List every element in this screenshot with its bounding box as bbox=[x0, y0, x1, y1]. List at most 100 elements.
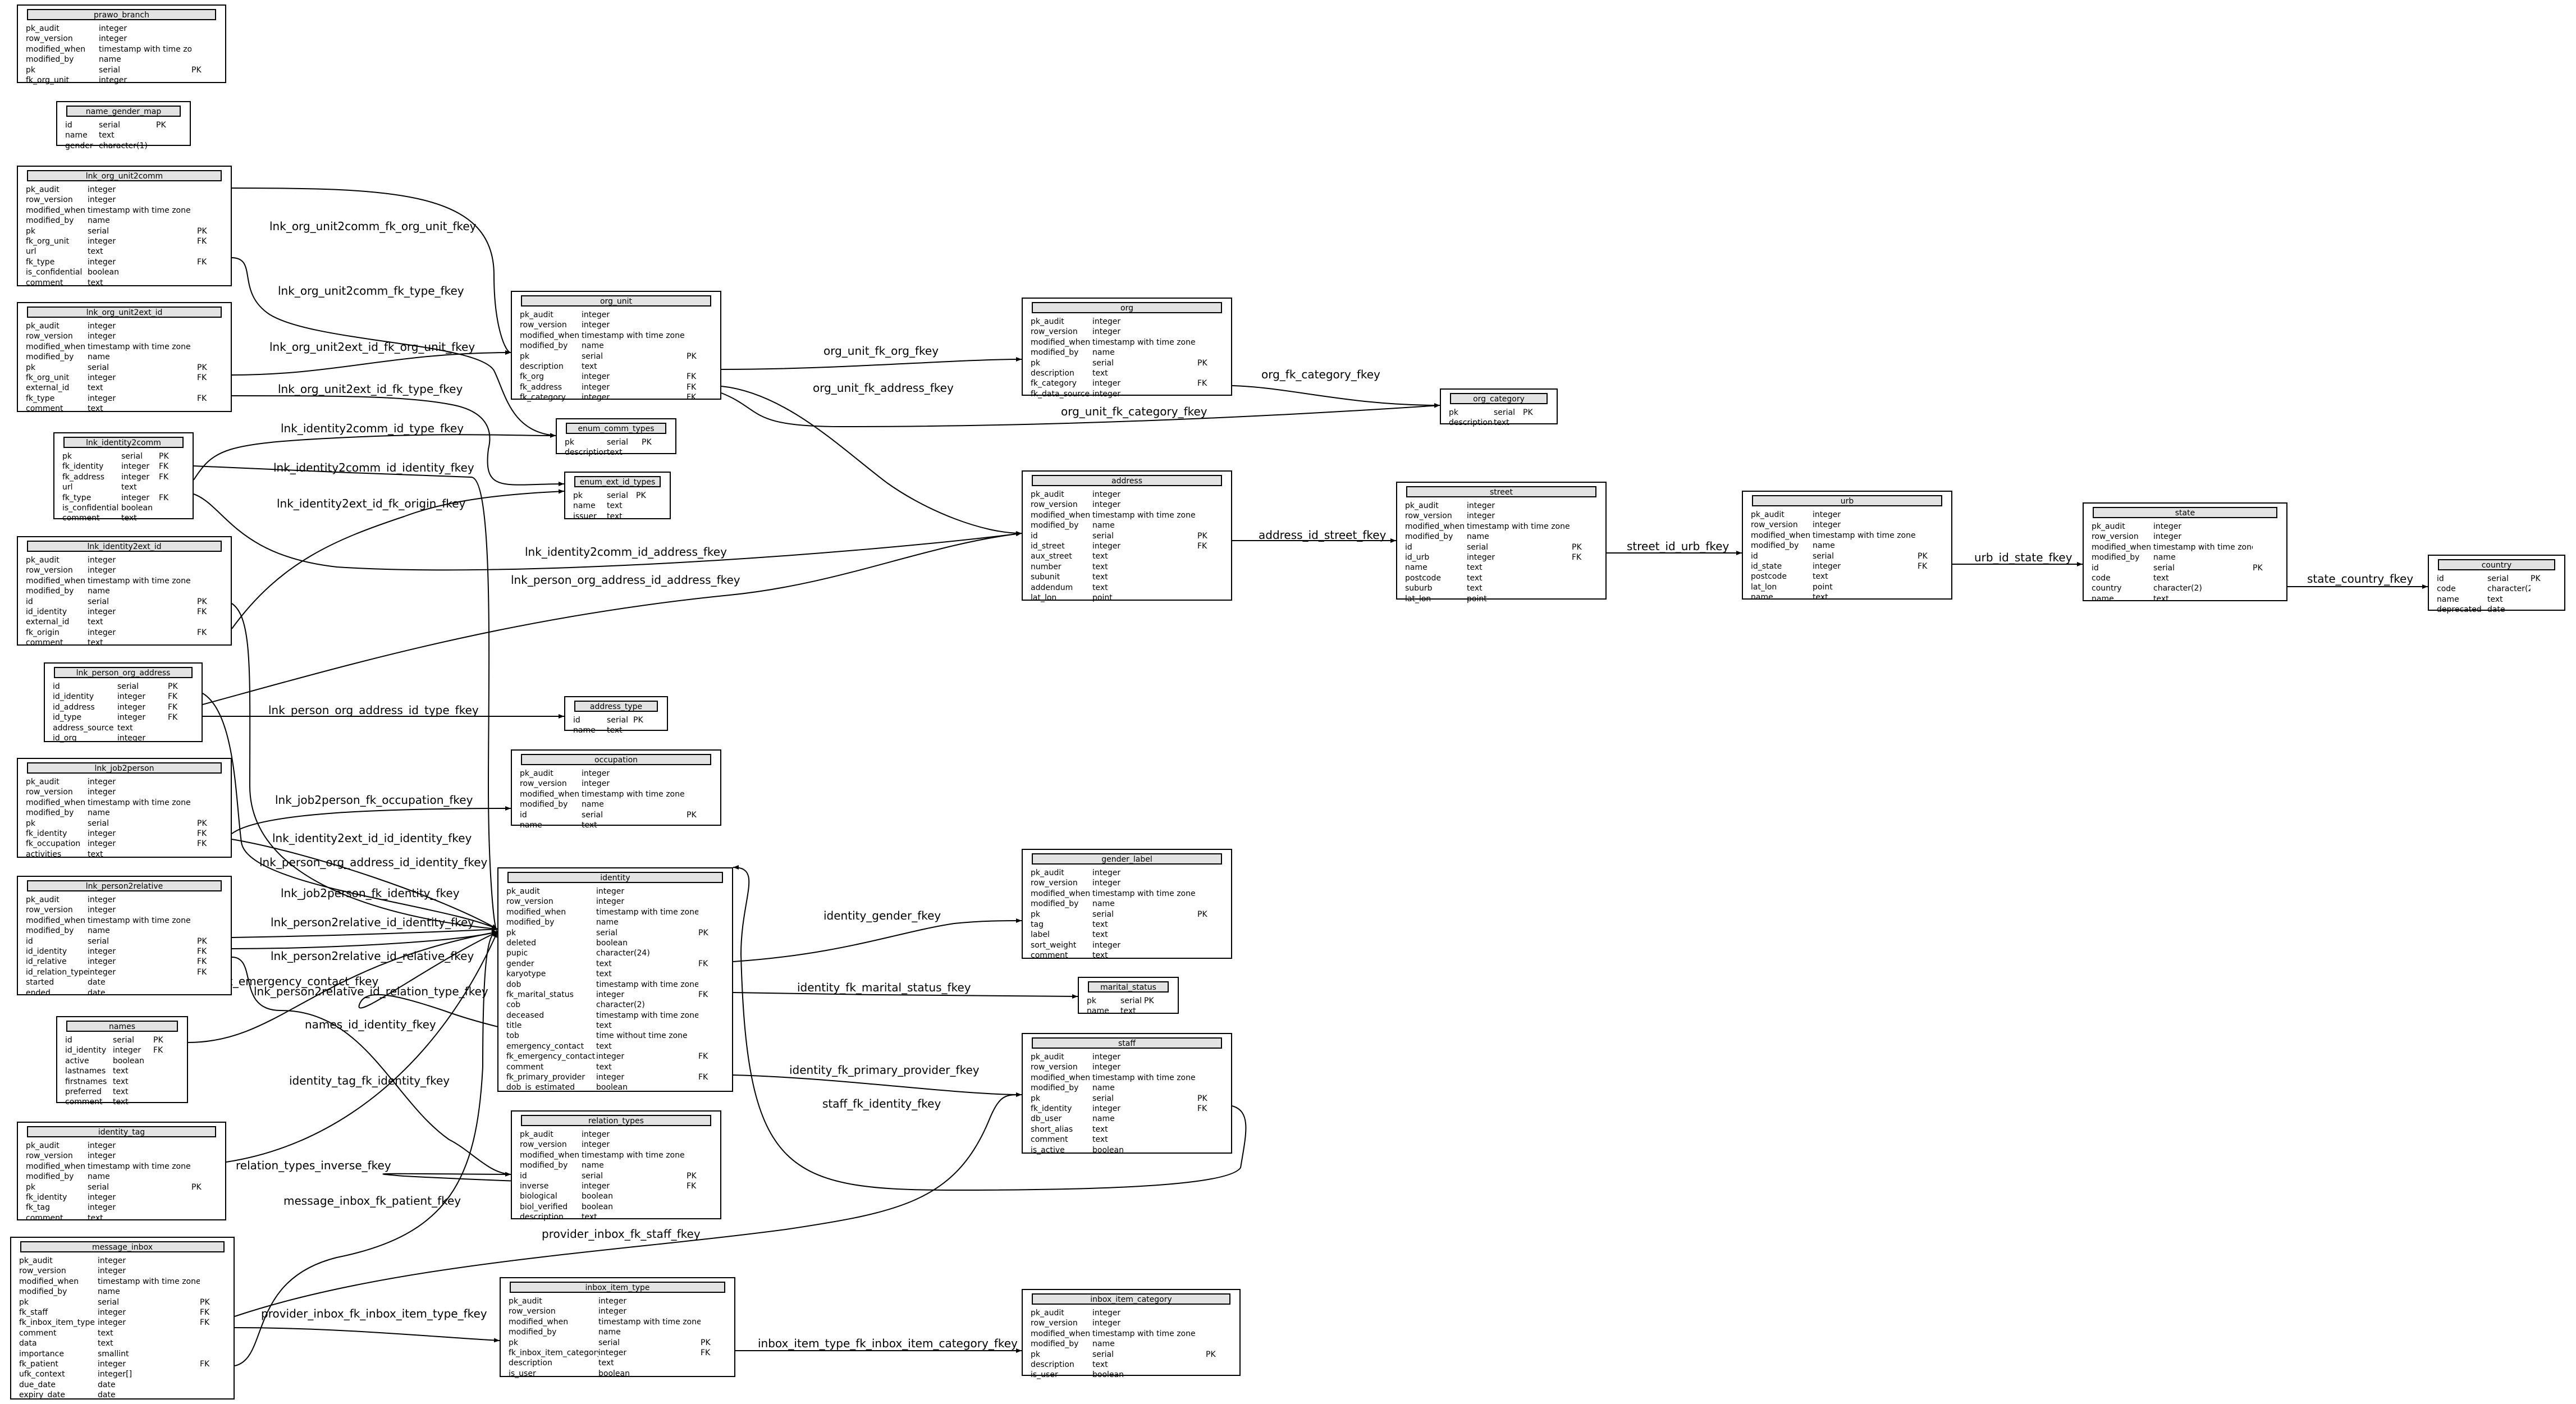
column-name: pk bbox=[573, 491, 583, 500]
column-key bbox=[1197, 551, 1223, 561]
column-key bbox=[687, 1160, 712, 1170]
column-type: integer bbox=[88, 236, 116, 246]
column-key bbox=[197, 977, 223, 987]
column-name: fk_data_source bbox=[1031, 389, 1090, 399]
column-type: integer bbox=[99, 24, 127, 33]
column-type: timestamp with time zone bbox=[596, 1010, 698, 1020]
column-key bbox=[687, 1129, 712, 1140]
column-name: modified_when bbox=[26, 1161, 86, 1171]
fk-edge-label: identity_gender_fkey bbox=[823, 909, 941, 922]
fk-edge-e22 bbox=[234, 930, 498, 1366]
fk-edge-e34 bbox=[733, 992, 1078, 999]
column-key bbox=[197, 905, 223, 915]
column-type: text bbox=[1467, 563, 1483, 573]
column-name: fk_identity bbox=[26, 829, 67, 838]
column-name: modified_by bbox=[509, 1328, 557, 1337]
column-type: text bbox=[88, 383, 103, 393]
column-type: integer bbox=[98, 1318, 126, 1328]
column-type: timestamp with time zone bbox=[596, 980, 698, 989]
column-type: integer bbox=[121, 472, 150, 482]
column-name: modified_by bbox=[26, 587, 74, 596]
column-key bbox=[698, 897, 724, 907]
column-name: modified_by bbox=[26, 55, 74, 65]
column-name: modified_when bbox=[520, 331, 580, 340]
column-name: pk bbox=[1031, 1350, 1040, 1359]
column-type: serial bbox=[88, 818, 109, 828]
fk-edge-label: lnk_person_org_address_id_type_fkey bbox=[268, 703, 479, 717]
table-title: name_gender_map bbox=[66, 106, 181, 117]
column-name: ended bbox=[26, 988, 51, 998]
table-title: lnk_org_unit2comm bbox=[27, 170, 222, 181]
column-name: id bbox=[1405, 542, 1412, 552]
table-title: identity bbox=[507, 872, 723, 883]
column-name: fk_type bbox=[26, 257, 55, 267]
column-key bbox=[1197, 1052, 1223, 1062]
table-country[interactable]: countryidserialPKcodecharacter(2)nametex… bbox=[2428, 555, 2565, 614]
column-name: dob bbox=[506, 980, 521, 989]
column-type: point bbox=[1813, 582, 1833, 592]
column-type: timestamp with time zone bbox=[1467, 522, 1570, 531]
column-type: timestamp with time zone bbox=[88, 798, 191, 807]
column-name: modified_when bbox=[520, 789, 580, 799]
column-type: integer bbox=[88, 946, 116, 956]
column-key: FK bbox=[1197, 379, 1207, 388]
column-type: serial bbox=[88, 597, 109, 606]
column-name: id bbox=[520, 1171, 527, 1181]
column-type: integer bbox=[88, 778, 116, 786]
column-type: name bbox=[582, 341, 604, 351]
column-type: integer bbox=[88, 895, 116, 904]
column-key bbox=[2253, 573, 2278, 583]
column-key bbox=[191, 1141, 217, 1151]
column-key bbox=[200, 1277, 226, 1287]
column-name: modified_when bbox=[26, 205, 86, 215]
